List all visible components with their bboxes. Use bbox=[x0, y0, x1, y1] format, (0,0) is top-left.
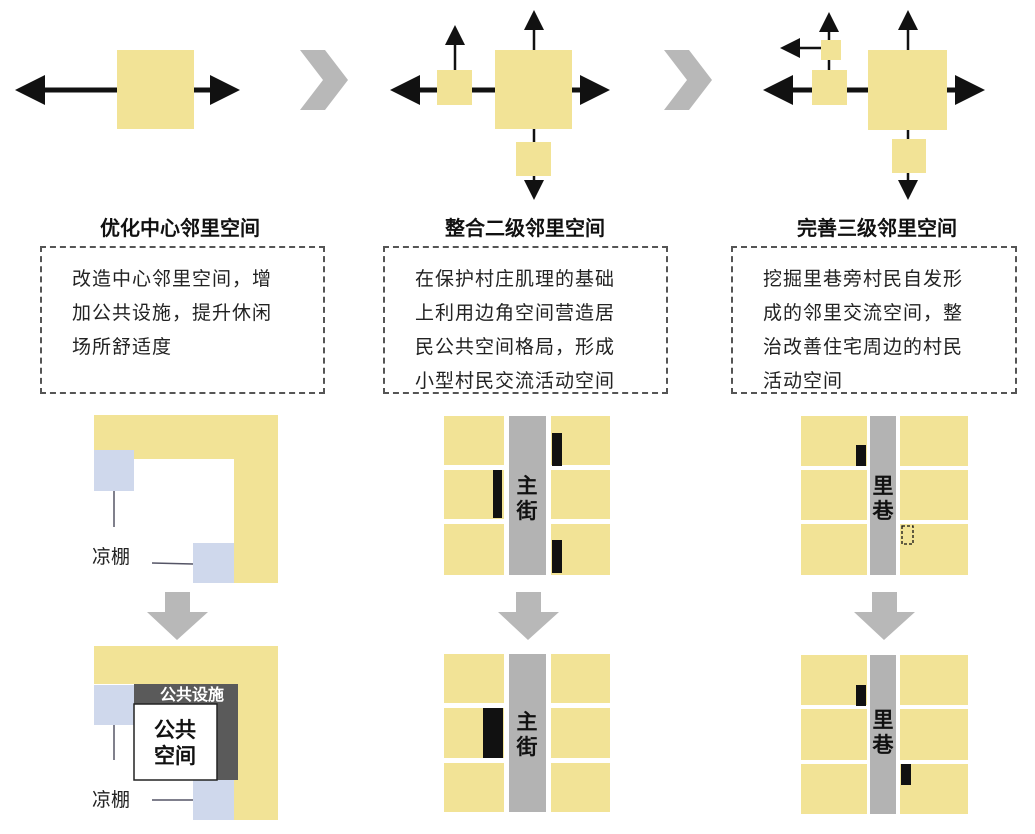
column-title-tertiary: 完善三级邻里空间 bbox=[797, 216, 957, 240]
lane-label-top-1: 里 bbox=[873, 474, 894, 498]
pavilion-label-top: 凉棚 bbox=[92, 546, 130, 568]
public-space-label-line1: 公共 bbox=[154, 718, 196, 742]
icon-tertiary-space bbox=[763, 10, 985, 200]
description-line: 改造中心邻里空间，增 bbox=[72, 268, 273, 290]
plan-central-before bbox=[94, 415, 278, 583]
description-line: 加公共设施，提升休闲 bbox=[72, 302, 273, 324]
down-arrow-icon bbox=[147, 592, 208, 640]
facility-label: 公共设施 bbox=[160, 685, 224, 704]
description-box-secondary: 在保护村庄肌理的基础 上利用边角空间营造居 民公共空间格局，形成 小型村民交流活… bbox=[383, 246, 668, 394]
column-title-central: 优化中心邻里空间 bbox=[100, 216, 260, 240]
public-space-label-line2: 空间 bbox=[154, 744, 196, 768]
description-line: 小型村民交流活动空间 bbox=[415, 370, 616, 392]
street-label-bottom-2: 街 bbox=[516, 735, 538, 759]
street-label-top-1: 主 bbox=[517, 474, 538, 498]
pavilion-label-bottom: 凉棚 bbox=[92, 789, 130, 811]
description-line: 成的邻里交流空间，整 bbox=[763, 302, 964, 324]
description-line: 治改善住宅周边的村民 bbox=[763, 336, 964, 358]
plan-central-after bbox=[94, 646, 278, 820]
description-line: 挖掘里巷旁村民自发形 bbox=[763, 268, 964, 290]
plan-street-after bbox=[444, 654, 610, 812]
chevron-right-icon bbox=[664, 50, 712, 110]
description-line: 场所舒适度 bbox=[72, 336, 173, 358]
plan-lane-after bbox=[801, 655, 968, 814]
street-label-top-2: 街 bbox=[516, 499, 538, 523]
description-box-central: 改造中心邻里空间，增 加公共设施，提升休闲 场所舒适度 bbox=[40, 246, 325, 394]
icon-secondary-space bbox=[390, 10, 610, 200]
description-line: 上利用边角空间营造居 bbox=[415, 302, 616, 324]
down-arrow-icon bbox=[498, 592, 559, 640]
down-arrow-icon bbox=[854, 592, 915, 640]
icon-central-space bbox=[14, 50, 240, 129]
description-line: 活动空间 bbox=[763, 370, 844, 392]
lane-label-top-2: 巷 bbox=[872, 499, 895, 523]
lane-label-bottom-2: 巷 bbox=[872, 733, 895, 757]
column-title-secondary: 整合二级邻里空间 bbox=[445, 216, 605, 240]
lane-label-bottom-1: 里 bbox=[873, 708, 894, 732]
description-line: 在保护村庄肌理的基础 bbox=[415, 268, 616, 290]
chevron-right-icon bbox=[300, 50, 348, 110]
description-line: 民公共空间格局，形成 bbox=[415, 336, 616, 358]
description-box-tertiary: 挖掘里巷旁村民自发形 成的邻里交流空间，整 治改善住宅周边的村民 活动空间 bbox=[731, 246, 1017, 394]
plan-street-before bbox=[444, 416, 610, 575]
street-label-bottom-1: 主 bbox=[517, 710, 538, 734]
plan-lane-before bbox=[801, 416, 968, 575]
